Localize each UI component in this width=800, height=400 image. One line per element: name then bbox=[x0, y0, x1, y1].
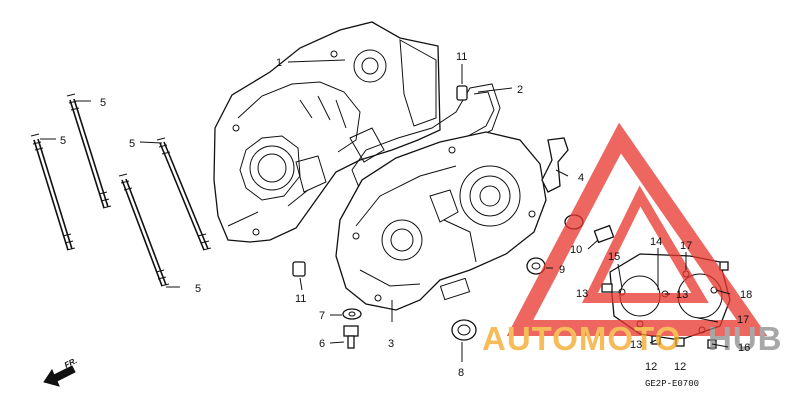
crankcase-right-half bbox=[335, 131, 547, 311]
callout-18: 18 bbox=[740, 289, 752, 301]
callout-8: 8 bbox=[458, 367, 464, 379]
callout-13c: 13 bbox=[630, 339, 642, 351]
callout-15: 15 bbox=[608, 251, 620, 263]
callout-5b: 5 bbox=[60, 135, 66, 147]
oil-seal-large bbox=[451, 319, 477, 341]
crankcase-left-half bbox=[213, 21, 441, 243]
plate-tab bbox=[593, 224, 615, 244]
callout-2: 2 bbox=[517, 84, 523, 96]
callout-10: 10 bbox=[570, 244, 582, 256]
callout-5c: 5 bbox=[129, 138, 135, 150]
callout-7: 7 bbox=[319, 310, 325, 322]
dowel-pin-lower bbox=[292, 261, 306, 277]
callouts: 1 2 3 4 5 5 5 5 6 7 8 9 10 11 11 12 12 1… bbox=[60, 51, 752, 379]
callout-1: 1 bbox=[276, 57, 282, 69]
callout-16: 16 bbox=[738, 342, 750, 354]
stud-bolts bbox=[30, 93, 212, 287]
callout-11b: 11 bbox=[295, 293, 306, 305]
callout-17b: 17 bbox=[737, 314, 749, 326]
watermark: AUTOMOTO HUB bbox=[482, 122, 783, 357]
stud-bolt bbox=[30, 133, 76, 251]
leader-lines bbox=[40, 59, 731, 362]
front-direction-label: FR. bbox=[63, 356, 79, 370]
bracket-clip bbox=[541, 137, 569, 193]
diagram-code: GE2P-E0700 bbox=[645, 379, 699, 389]
callout-5d: 5 bbox=[195, 283, 201, 295]
callout-13b: 13 bbox=[676, 289, 688, 301]
stud-bolt bbox=[156, 137, 212, 251]
callout-6: 6 bbox=[319, 338, 325, 350]
stud-bolt bbox=[118, 173, 170, 287]
dowel-pin-upper bbox=[456, 85, 468, 101]
callout-13a: 13 bbox=[576, 288, 588, 300]
callout-14: 14 bbox=[650, 236, 662, 248]
callout-5a: 5 bbox=[100, 97, 106, 109]
watermark-text-a: AUTOMOTO bbox=[482, 320, 681, 357]
callout-12a: 12 bbox=[645, 361, 657, 373]
stud-bolt bbox=[66, 93, 112, 209]
callout-17a: 17 bbox=[680, 240, 692, 252]
callout-4: 4 bbox=[578, 172, 584, 184]
drain-bolt bbox=[343, 325, 359, 349]
callout-3: 3 bbox=[388, 338, 394, 350]
callout-11a: 11 bbox=[456, 51, 467, 63]
front-direction-arrow: FR. bbox=[43, 356, 79, 387]
watermark-triangle-inner bbox=[581, 185, 709, 303]
watermark-text-b: HUB bbox=[708, 320, 783, 357]
callout-9: 9 bbox=[559, 264, 565, 276]
watermark-triangle-outer bbox=[506, 122, 768, 336]
callout-12b: 12 bbox=[674, 361, 686, 373]
washer bbox=[342, 308, 362, 320]
